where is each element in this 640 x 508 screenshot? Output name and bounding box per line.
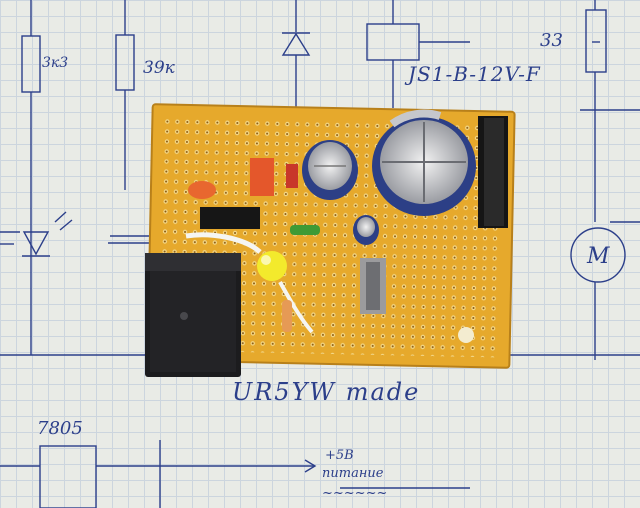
small-resistor xyxy=(282,300,292,332)
relay-coil-symbol xyxy=(366,23,420,61)
label-scribble: ~~~~~~ xyxy=(322,486,388,501)
label-plus-5v: +5В xyxy=(325,448,354,463)
small-red-part xyxy=(286,164,298,188)
large-capacitor xyxy=(372,109,476,216)
led-symbol xyxy=(22,231,50,256)
ceramic-capacitor xyxy=(188,181,216,199)
white-wire-upper xyxy=(185,232,262,254)
label-relay-model: JS1-B-12V-F xyxy=(408,62,541,86)
label-regulator-7805: 7805 xyxy=(37,418,83,439)
yellow-led xyxy=(257,251,287,281)
resistor-39k-symbol xyxy=(115,34,135,91)
motor-letter: M xyxy=(586,244,610,269)
label-supply: питание xyxy=(322,466,384,481)
regulator-7805-symbol xyxy=(39,445,97,508)
medium-capacitor xyxy=(302,140,358,200)
red-capacitor xyxy=(250,158,274,196)
label-resistor-33: 33 xyxy=(540,30,563,51)
white-wire-lower xyxy=(278,281,314,334)
label-maker: UR5YW made xyxy=(232,378,421,406)
green-diode xyxy=(290,225,320,235)
power-transistor xyxy=(478,116,508,228)
small-capacitor xyxy=(353,215,379,245)
relay-block xyxy=(145,253,241,377)
label-resistor-3k3: 3к3 xyxy=(42,55,69,71)
resistor-3k3-symbol xyxy=(21,35,41,93)
ic-chip xyxy=(200,207,260,229)
resistor-33-symbol xyxy=(585,9,607,73)
motor-symbol xyxy=(570,227,626,283)
label-resistor-39k: 39к xyxy=(143,58,175,78)
diode-symbol xyxy=(281,32,311,56)
